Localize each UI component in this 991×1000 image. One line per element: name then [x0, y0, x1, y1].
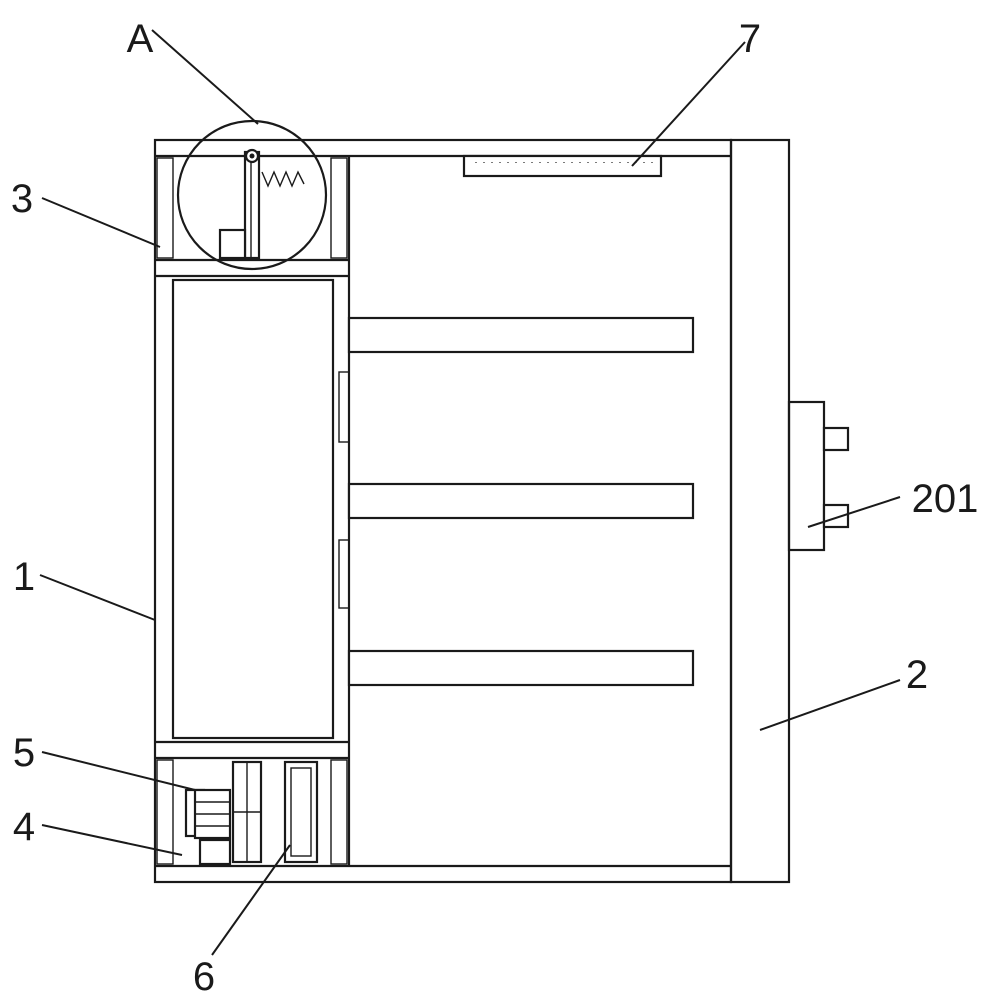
reference-labels: A 7 3 201 1 2 5 4 6 [11, 17, 979, 999]
insulation-strip-right-top [330, 157, 348, 259]
bottom-chamber [156, 759, 348, 866]
detail-circle-a [176, 119, 328, 271]
label-6: 6 [193, 955, 215, 999]
spring [261, 170, 305, 188]
insulation-strip-left-bottom [156, 759, 174, 865]
stop-block [218, 228, 247, 260]
label-1: 1 [13, 555, 35, 599]
top-sensor [462, 154, 663, 178]
door-handle [787, 400, 850, 552]
shelf-bottom [347, 649, 695, 687]
door-panel [729, 138, 791, 884]
push-rod [243, 150, 261, 260]
insulation-strip-right-bottom [330, 759, 348, 865]
label-201: 201 [912, 477, 979, 521]
leader-lines [39, 29, 901, 956]
label-4: 4 [13, 805, 35, 849]
label-2: 2 [906, 653, 928, 697]
top-chamber [155, 119, 349, 278]
shelf-middle [347, 482, 695, 520]
label-5: 5 [13, 731, 35, 775]
partition-strips [338, 371, 350, 609]
insulation-strip-left-top [156, 157, 174, 259]
shelf-top [347, 316, 695, 354]
label-7: 7 [739, 17, 761, 61]
shelf-plates [347, 316, 695, 687]
label-3: 3 [11, 177, 33, 221]
filter-media [171, 278, 335, 740]
filter-chamber [155, 278, 349, 760]
label-a: A [127, 17, 154, 61]
motor-base [198, 838, 232, 866]
